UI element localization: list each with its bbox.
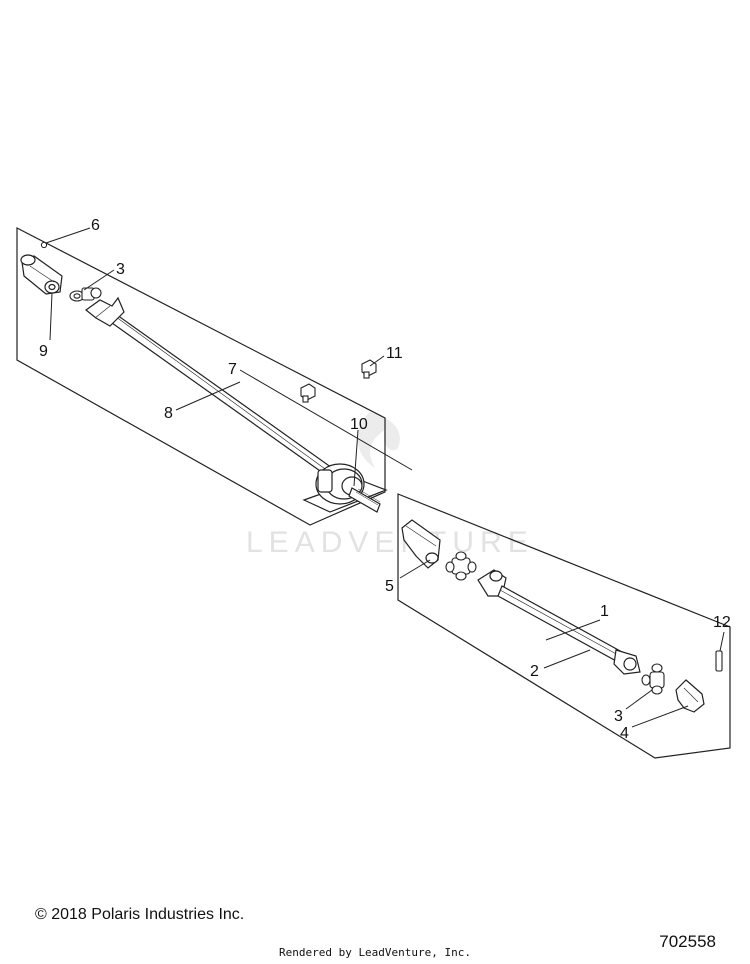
copyright-text: © 2018 Polaris Industries Inc.: [35, 906, 245, 923]
callout-11: 11: [386, 345, 403, 362]
leader-lines: [45, 227, 725, 728]
callout-10: 10: [350, 416, 368, 433]
end-yoke-rear-part: [675, 679, 705, 713]
callout-8: 8: [164, 405, 173, 422]
roll-pin-part: [715, 650, 723, 672]
diagram-number: 702558: [659, 932, 716, 951]
callout-12: 12: [713, 614, 731, 631]
u-joint-lower-part: [641, 663, 665, 695]
grease-fitting-part: [40, 241, 48, 249]
callout-6: 6: [91, 217, 100, 234]
callout-9: 9: [39, 343, 48, 360]
slip-yoke-part: [20, 254, 63, 295]
lower-assembly-box: [397, 493, 731, 759]
prop-shaft-lower-part: [477, 569, 641, 675]
center-bearing-part: [302, 463, 388, 513]
upper-assembly-box: [16, 227, 386, 526]
callout-3: 3: [614, 708, 623, 725]
callout-1: 1: [600, 603, 609, 620]
watermark: LEADVENTURE: [246, 412, 534, 559]
callout-3: 3: [116, 261, 125, 278]
u-joint-loose-part: [445, 551, 477, 581]
rendered-by-text: Rendered by LeadVenture, Inc.: [278, 946, 472, 959]
callout-4: 4: [620, 725, 629, 742]
bolt-part: [300, 359, 377, 403]
u-joint-upper-part: [69, 287, 102, 302]
upper-prop-shaft: [85, 296, 336, 479]
callout-5: 5: [385, 578, 394, 595]
callout-2: 2: [530, 663, 539, 680]
watermark-text: LEADVENTURE: [246, 526, 534, 559]
callout-labels: 6 3 9 7 11 8 10 5 1 12 2 3 4: [39, 217, 731, 742]
callout-7: 7: [228, 361, 237, 378]
